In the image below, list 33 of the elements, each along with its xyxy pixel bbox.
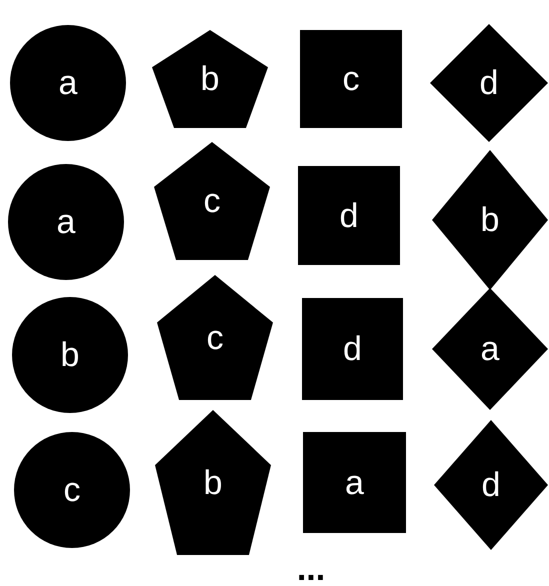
circle-node bbox=[10, 25, 126, 141]
ellipsis-note: ... bbox=[296, 552, 326, 586]
diamond-node bbox=[430, 24, 548, 142]
pentagon-node bbox=[155, 410, 271, 555]
node-label: c bbox=[342, 62, 360, 96]
node-label: b bbox=[480, 203, 500, 237]
node-label: d bbox=[480, 66, 498, 100]
diamond-node bbox=[432, 150, 548, 290]
node-label: c bbox=[64, 473, 80, 507]
node-label: d bbox=[340, 198, 358, 232]
node-label: d bbox=[482, 468, 500, 502]
circle-node bbox=[8, 164, 124, 280]
circle-node bbox=[12, 297, 128, 413]
node-label: b bbox=[204, 466, 222, 500]
diamond-node bbox=[432, 288, 548, 410]
node-label: a bbox=[480, 332, 500, 366]
node-label: b bbox=[60, 338, 80, 372]
square-node bbox=[302, 298, 403, 400]
node-label: a bbox=[58, 66, 78, 100]
diamond-node bbox=[434, 420, 548, 550]
square-node bbox=[298, 166, 400, 265]
pentagon-node bbox=[152, 30, 268, 128]
node-label: d bbox=[343, 332, 362, 366]
pentagon-node bbox=[157, 275, 273, 400]
pentagon-node bbox=[154, 142, 270, 260]
node-label: c bbox=[206, 320, 224, 354]
node-label: c bbox=[204, 184, 220, 218]
square-node bbox=[303, 432, 406, 533]
node-label: a bbox=[345, 466, 364, 500]
node-label: a bbox=[56, 205, 76, 239]
circle-node bbox=[14, 432, 130, 548]
node-label: b bbox=[200, 62, 220, 96]
square-node bbox=[300, 30, 402, 128]
